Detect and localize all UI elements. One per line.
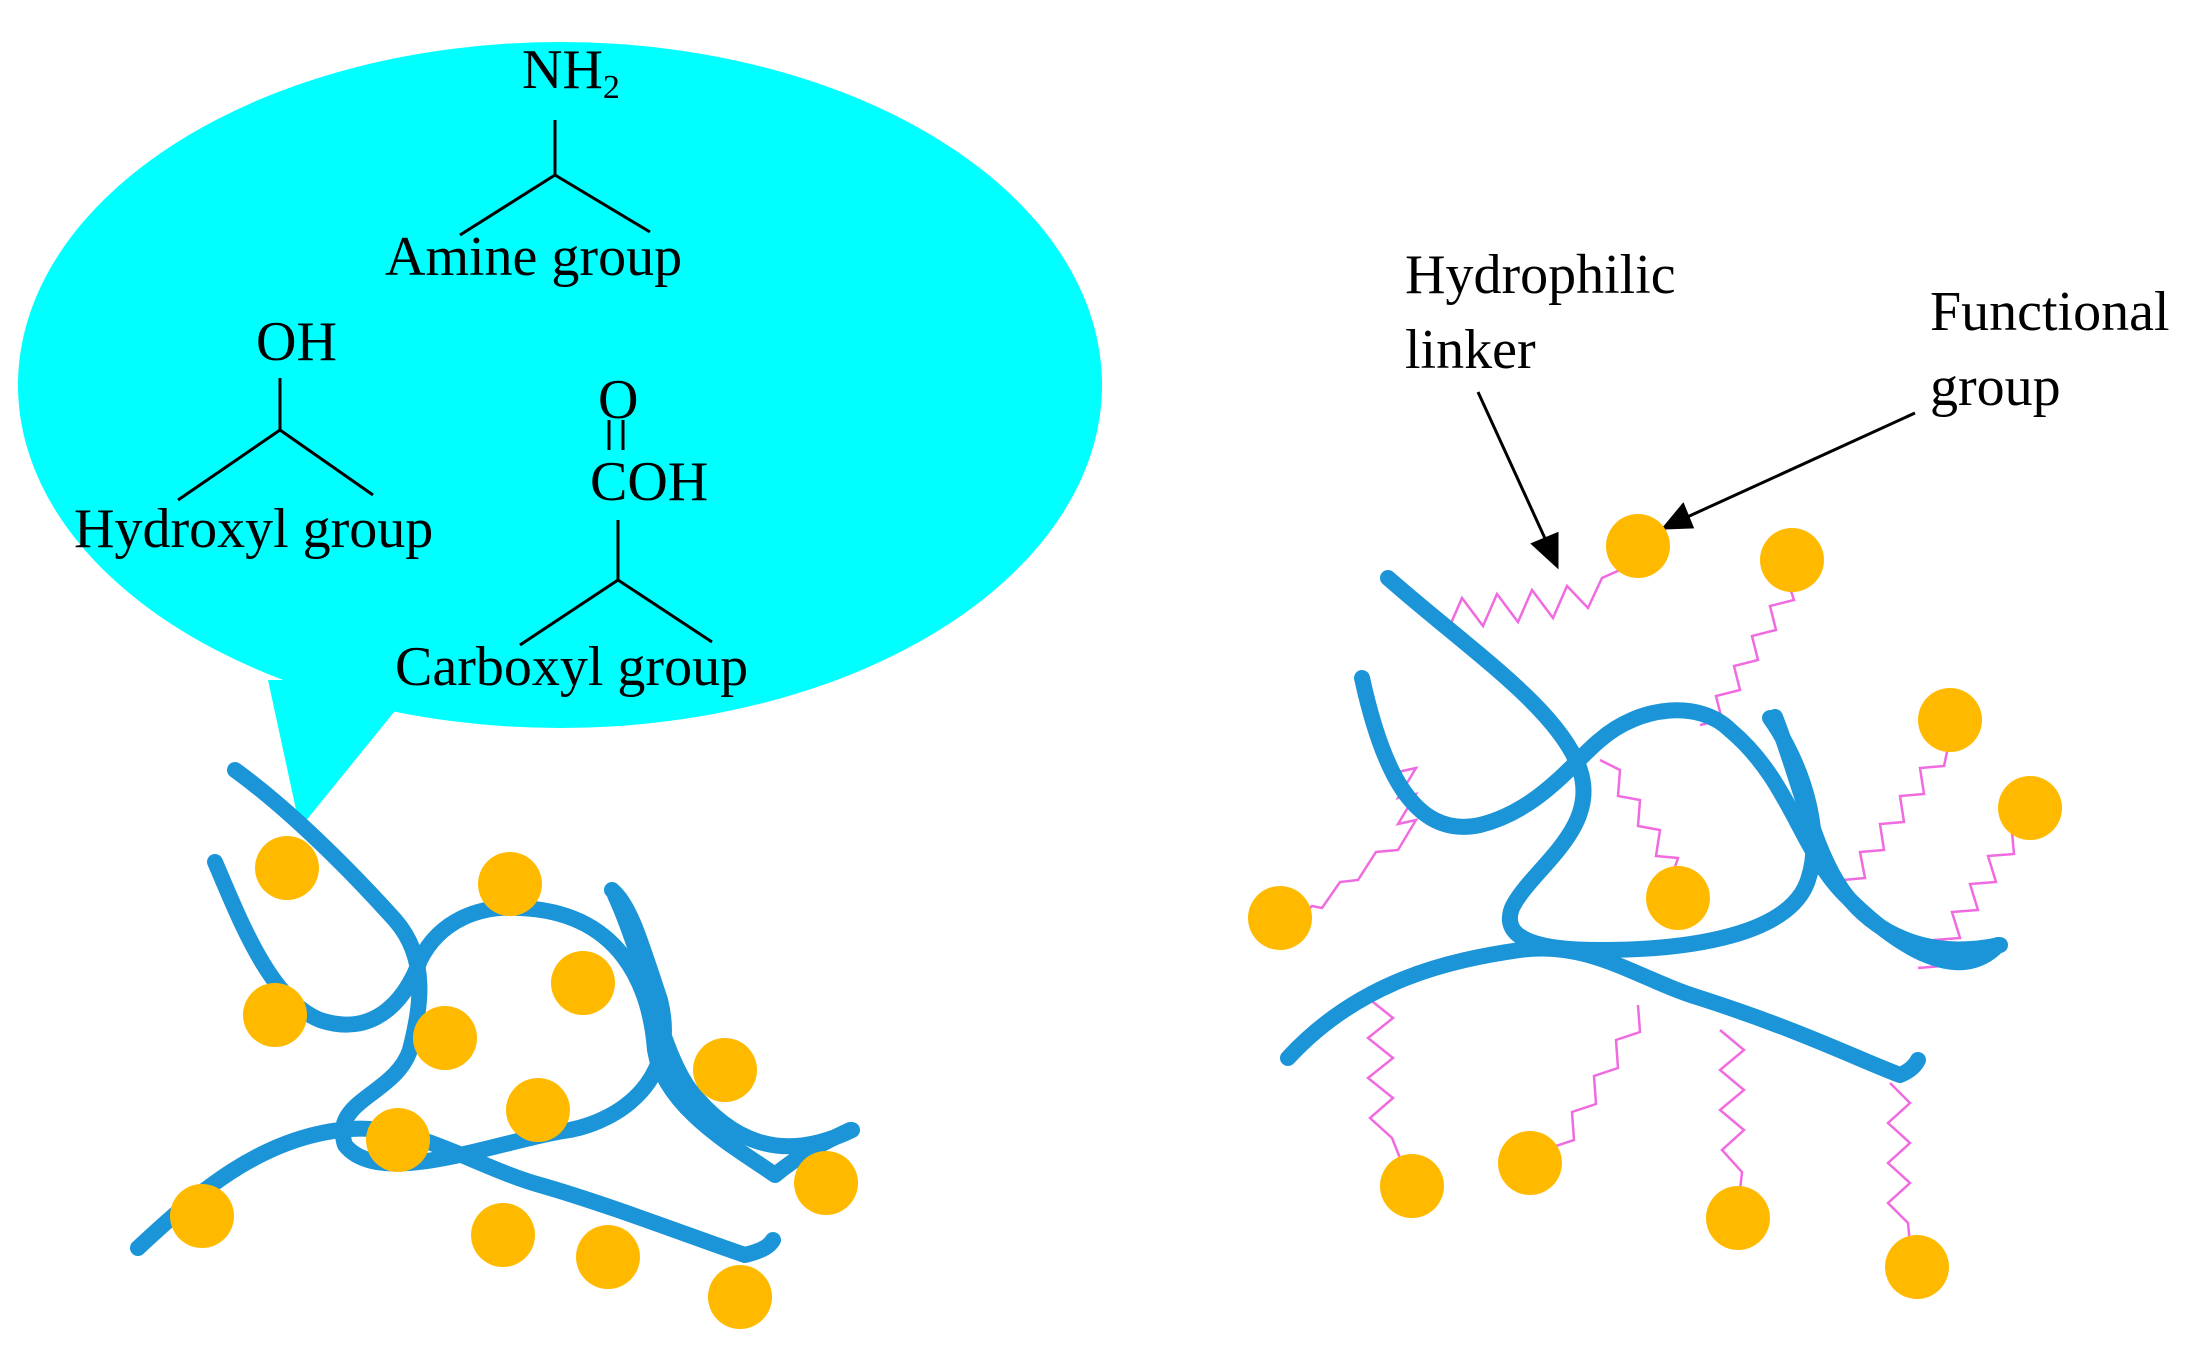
carboxyl-oxygen: O <box>598 369 638 431</box>
carboxyl-label: Carboxyl group <box>395 636 748 698</box>
particle <box>1498 1131 1562 1195</box>
left-panel: NH2 Amine group OH Hydroxyl group O COH … <box>18 39 1102 1329</box>
linker <box>1699 587 1796 727</box>
particle <box>366 1108 430 1172</box>
hydrophilic-linker-label: Hydrophilic linker <box>1405 244 1676 381</box>
linker-label-line2: linker <box>1405 319 1536 381</box>
arrows <box>1476 391 1916 570</box>
linker <box>1599 758 1680 883</box>
functional-arrowhead <box>1660 502 1695 530</box>
particle <box>413 1006 477 1070</box>
particle <box>576 1225 640 1289</box>
functional-label-line2: group <box>1930 356 2061 418</box>
fiber <box>130 1120 781 1263</box>
particle <box>255 836 319 900</box>
linker <box>1299 766 1419 919</box>
carboxyl-double-bond <box>607 420 625 450</box>
carboxyl-formula: COH <box>590 451 708 513</box>
particle <box>170 1184 234 1248</box>
functional-arrow <box>1684 411 1916 520</box>
particle <box>708 1265 772 1329</box>
carboxyl-structure-line <box>519 520 713 647</box>
particle <box>506 1078 570 1142</box>
fiber <box>1280 940 1926 1083</box>
linker <box>1546 1004 1642 1159</box>
amine-label: Amine group <box>385 226 682 288</box>
linker-arrowhead <box>1530 531 1559 570</box>
hydroxyl-structure-line <box>177 378 374 502</box>
particle <box>1885 1235 1949 1299</box>
fiber <box>607 887 860 1155</box>
particle <box>794 1151 858 1215</box>
particle <box>1248 886 1312 950</box>
hydroxyl-group: OH Hydroxyl group <box>74 311 433 560</box>
hydroxyl-formula: OH <box>256 311 337 373</box>
functional-group-label: Functional group <box>1930 281 2170 418</box>
fiber <box>1767 709 2008 958</box>
linker <box>1446 568 1621 631</box>
speech-bubble <box>18 42 1102 828</box>
amine-structure-line <box>459 120 651 237</box>
right-fiber-network <box>1280 570 2008 1083</box>
amine-formula: NH2 <box>522 39 620 106</box>
linker <box>1842 737 1952 882</box>
particle <box>1918 688 1982 752</box>
functional-label-line1: Functional <box>1930 281 2170 343</box>
hydroxyl-label: Hydroxyl group <box>74 498 433 560</box>
carboxyl-group: O COH Carboxyl group <box>395 369 748 698</box>
particle <box>1646 866 1710 930</box>
linker <box>1718 1029 1746 1191</box>
particle <box>471 1203 535 1267</box>
particle <box>693 1038 757 1102</box>
particle <box>478 852 542 916</box>
linker <box>1365 997 1402 1159</box>
particle <box>1998 776 2062 840</box>
linker-label-line1: Hydrophilic <box>1405 244 1676 306</box>
particle <box>1606 514 1670 578</box>
amine-group: NH2 Amine group <box>385 39 682 288</box>
fiber <box>1380 570 1822 958</box>
linkers <box>1299 568 2016 1246</box>
particle <box>1380 1154 1444 1218</box>
linker-arrow <box>1476 391 1550 546</box>
particle <box>243 983 307 1047</box>
right-particles <box>1248 514 2062 1299</box>
right-panel: Hydrophilic linker Functional group <box>1248 244 2170 1299</box>
particle <box>1760 528 1824 592</box>
particle <box>1706 1186 1770 1250</box>
particle <box>551 951 615 1015</box>
left-particles <box>170 836 858 1329</box>
linker <box>1886 1082 1912 1246</box>
